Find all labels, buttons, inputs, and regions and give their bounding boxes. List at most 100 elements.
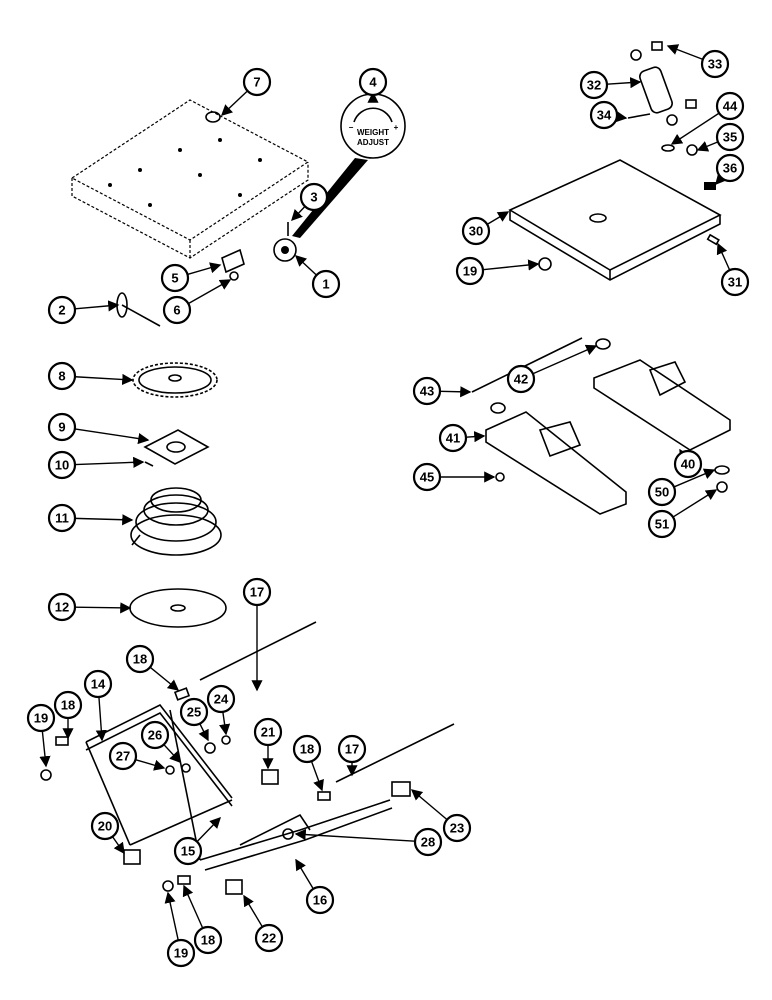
callout-number: 17 <box>250 585 264 600</box>
callout-circle <box>455 256 485 286</box>
callout-number: 44 <box>723 99 738 114</box>
callout-leader <box>291 205 306 222</box>
callout-circle <box>47 450 77 480</box>
callout-number: 23 <box>450 821 464 836</box>
callout-number: 6 <box>173 303 180 318</box>
callout-leader <box>465 431 486 443</box>
callout-circle <box>299 182 329 212</box>
callout-number: 5 <box>171 271 178 286</box>
callout-leader <box>135 758 166 771</box>
part-2-bolt <box>116 292 161 327</box>
part-28-nut <box>282 828 294 840</box>
callout-number: 30 <box>469 224 483 239</box>
callout-circle <box>47 361 77 391</box>
callout-leader <box>74 456 145 468</box>
callout-leader <box>182 884 204 929</box>
part-30-base-frame <box>508 159 722 281</box>
callout-30: 30 <box>461 211 510 246</box>
part-32-shock-absorber <box>630 49 678 126</box>
part-40-slide-rail <box>593 359 731 451</box>
callout-42: 42 <box>506 344 598 394</box>
callout-7: 7 <box>220 67 272 116</box>
part-33-bushing-b <box>685 99 697 109</box>
callout-leader <box>74 602 132 614</box>
callout-number: 42 <box>514 372 528 387</box>
callout-28: 28 <box>294 827 443 857</box>
callout-circle <box>647 477 677 507</box>
callout-45: 45 <box>412 462 496 492</box>
callout-leader <box>74 300 120 312</box>
part-21-block <box>261 769 279 785</box>
callout-18b: 18 <box>53 690 83 740</box>
callout-circle <box>413 827 443 857</box>
callout-circle <box>47 412 77 442</box>
callout-circle <box>673 449 703 479</box>
callout-number: 9 <box>58 420 65 435</box>
callout-number: 2 <box>58 303 65 318</box>
callout-26: 26 <box>140 720 181 764</box>
callout-number: 45 <box>420 470 434 485</box>
callout-leader <box>486 211 510 225</box>
callout-50: 50 <box>647 468 716 507</box>
callout-number: 12 <box>55 600 69 615</box>
part-24-nut <box>221 735 231 745</box>
callout-leader <box>198 723 209 742</box>
part-18-bushing-c <box>317 791 331 801</box>
callout-leader <box>149 666 180 691</box>
callout-circle <box>715 122 745 152</box>
callout-14: 14 <box>83 669 113 742</box>
callout-leader <box>482 259 540 271</box>
callout-circle <box>412 462 442 492</box>
callout-leader <box>715 172 727 186</box>
callout-leader <box>74 373 134 386</box>
callout-number: 20 <box>98 819 112 834</box>
callout-circle <box>53 690 83 720</box>
callout-number: 4 <box>369 75 377 90</box>
callout-number: 28 <box>421 835 435 850</box>
callout-number: 36 <box>723 161 737 176</box>
callout-circle <box>166 938 196 968</box>
callout-6: 6 <box>162 279 232 325</box>
part-34-bolt <box>627 113 651 119</box>
callout-number: 40 <box>681 457 695 472</box>
callout-circle <box>83 669 113 699</box>
callout-circle <box>160 263 190 293</box>
callout-number: 18 <box>61 698 75 713</box>
callout-leader <box>294 255 317 276</box>
callout-1: 1 <box>294 255 341 299</box>
callout-circle <box>179 697 209 727</box>
gauge-pointer-band <box>292 158 368 238</box>
callout-leader <box>672 489 718 518</box>
callout-leader <box>295 858 314 890</box>
callout-number: 19 <box>34 711 48 726</box>
callout-24: 24 <box>206 684 236 736</box>
callout-number: 10 <box>55 458 69 473</box>
callout-11: 11 <box>47 503 134 533</box>
callout-35: 35 <box>696 122 745 152</box>
part-44-pin <box>661 144 675 152</box>
callout-3: 3 <box>291 182 329 222</box>
callout-circle <box>715 153 745 183</box>
callout-leader <box>74 514 134 526</box>
callout-number: 22 <box>262 931 276 946</box>
callout-number: 18 <box>201 933 215 948</box>
callout-circle <box>242 67 272 97</box>
part-35-nut <box>686 144 698 156</box>
callout-circle <box>438 423 468 453</box>
part-31-pin <box>706 233 720 246</box>
part-45-nut <box>495 472 505 482</box>
part-36-block <box>704 182 716 190</box>
callout-27: 27 <box>108 741 166 771</box>
callout-number: 19 <box>463 264 477 279</box>
callout-circle <box>579 70 609 100</box>
callout-circle <box>193 925 223 955</box>
gauge-label-weight: WEIGHT <box>357 128 389 137</box>
callout-21: 21 <box>253 717 283 770</box>
callout-number: 14 <box>91 677 106 692</box>
part-19-washer-b <box>162 880 174 892</box>
callout-number: 15 <box>181 844 195 859</box>
part-27-washer <box>165 765 175 775</box>
part-18-bushing-a <box>173 687 191 701</box>
callout-17b: 17 <box>337 734 367 777</box>
